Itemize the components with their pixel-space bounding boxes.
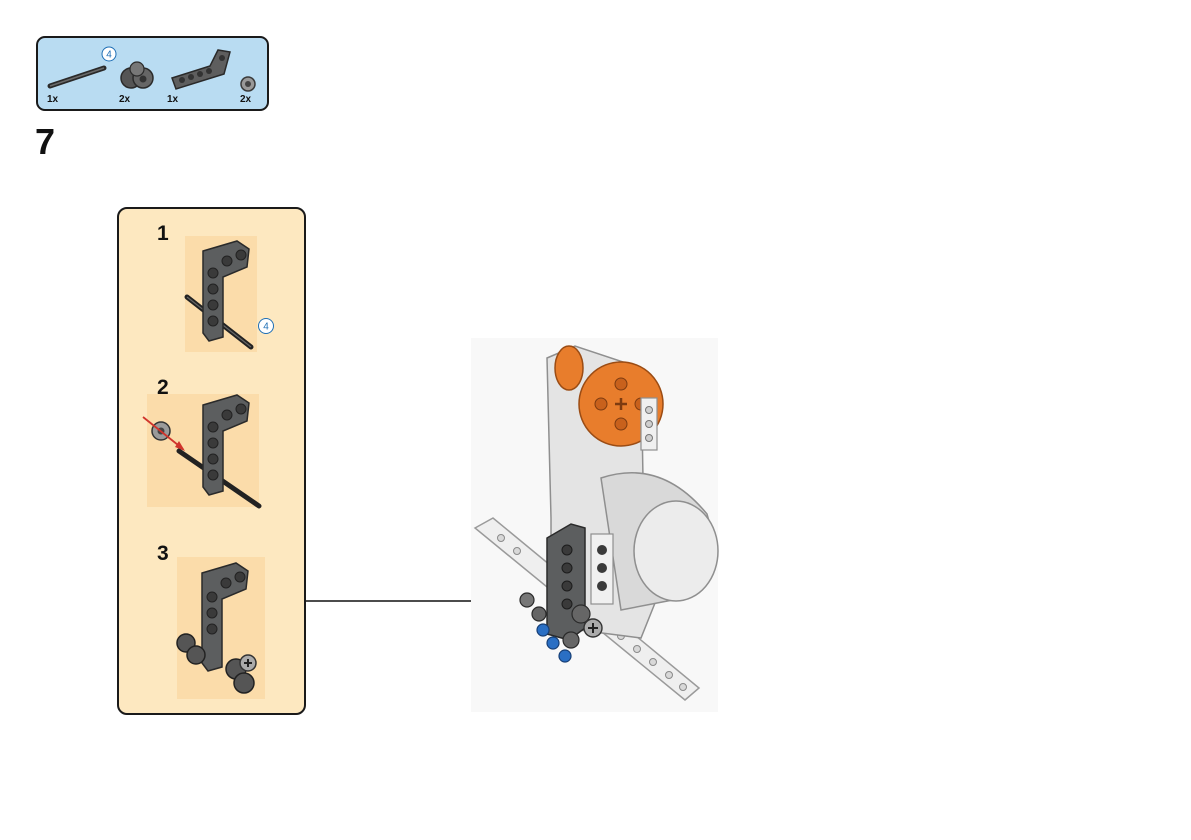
substep-1-number: 1 xyxy=(157,222,169,245)
substep-3-number: 3 xyxy=(157,542,169,565)
substep-3-illustration xyxy=(176,562,257,694)
svg-text:4: 4 xyxy=(263,322,269,333)
subassembly-box: 1 4 2 3 xyxy=(117,207,306,715)
substep-1-length-badge: 4 xyxy=(258,318,274,334)
bush-qty: 2x xyxy=(119,94,131,105)
substep-2-illustration xyxy=(142,394,262,509)
parts-list-box: 4 1x 2x 1x 2x xyxy=(36,36,269,111)
step-number: 7 xyxy=(35,121,56,162)
main-model-illustration xyxy=(473,345,719,701)
double-bush-icon xyxy=(120,61,154,89)
substep-2-number: 2 xyxy=(157,376,169,399)
half-bush-qty: 2x xyxy=(240,94,252,105)
axle-length-badge: 4 xyxy=(101,46,117,62)
substep-1-illustration xyxy=(184,240,254,350)
axle-qty: 1x xyxy=(47,94,59,105)
half-bush-icon xyxy=(240,76,256,92)
l-beam-qty: 1x xyxy=(167,94,179,105)
axle-icon xyxy=(47,65,107,89)
svg-text:4: 4 xyxy=(106,50,112,61)
l-beam-icon xyxy=(171,49,231,90)
